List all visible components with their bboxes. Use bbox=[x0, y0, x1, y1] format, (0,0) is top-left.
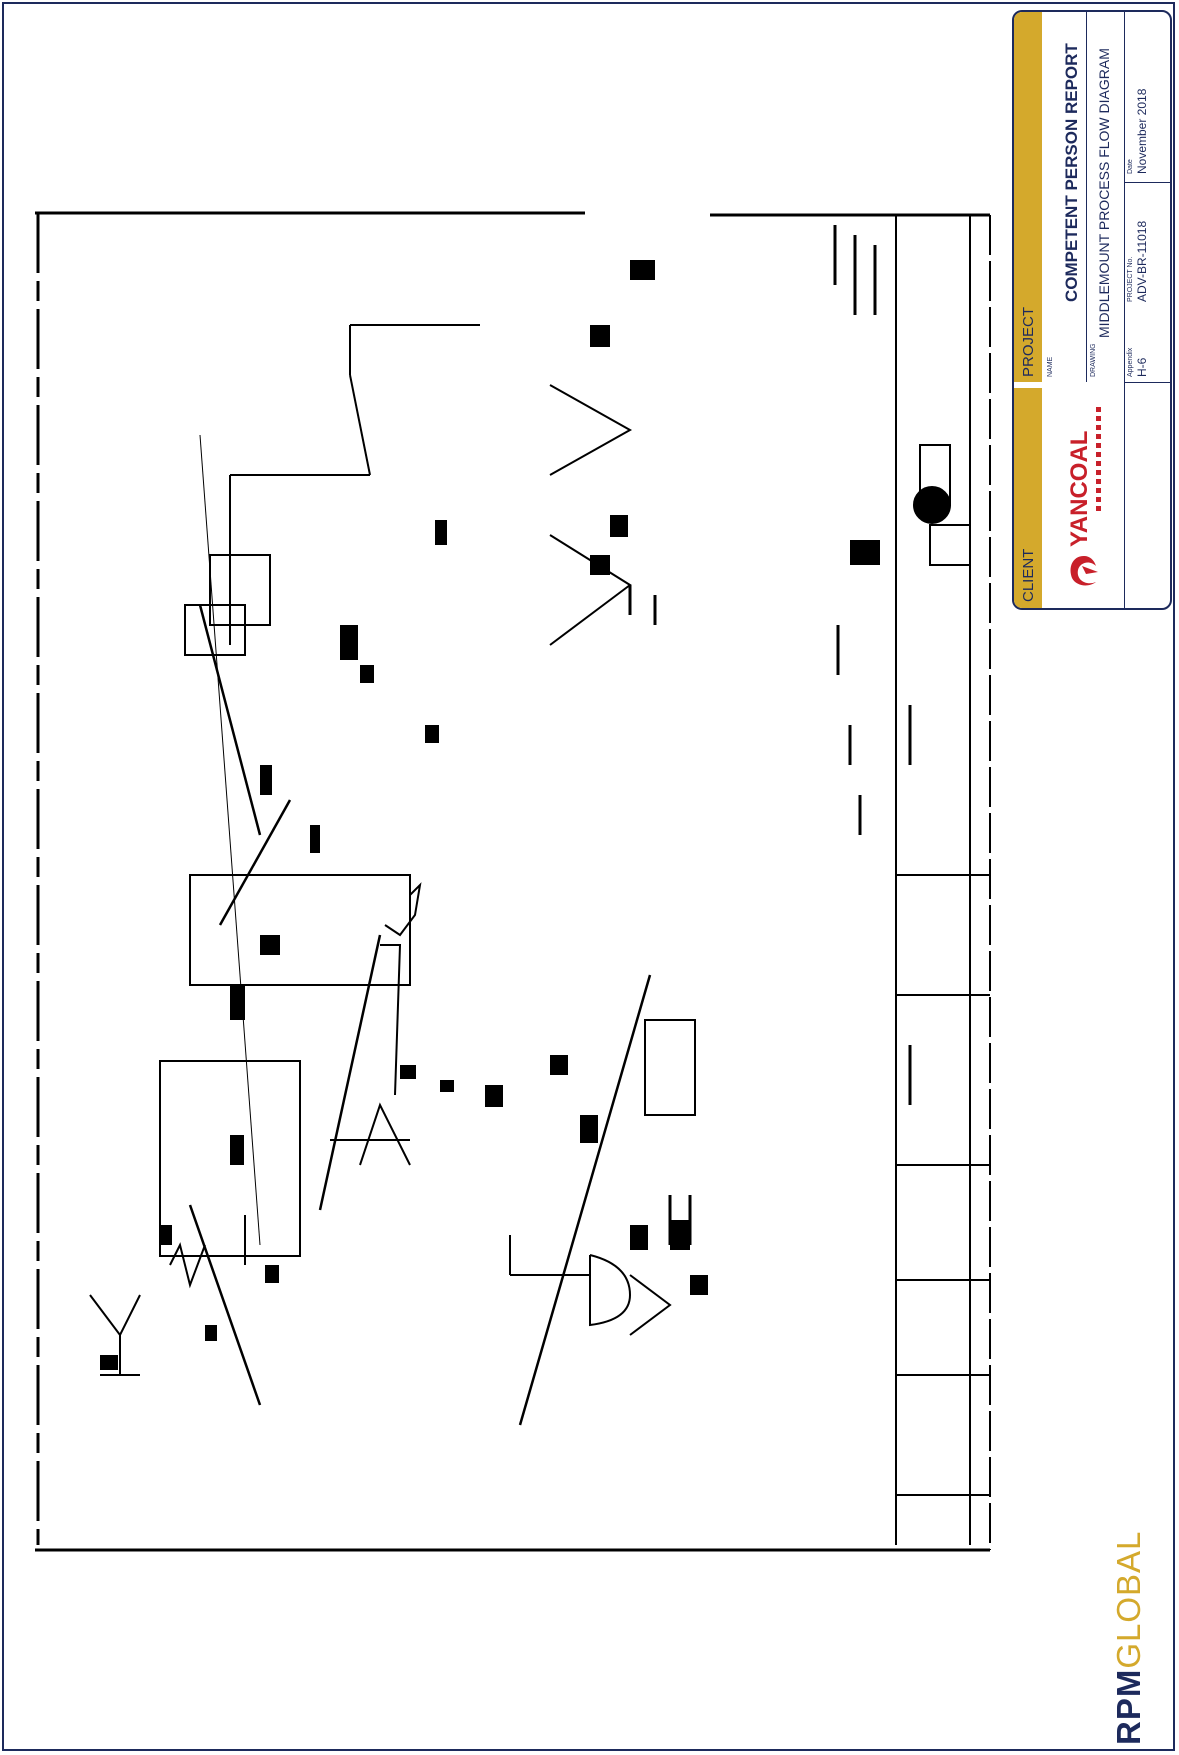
process-flow-diagram bbox=[30, 205, 995, 1555]
date-label: Date bbox=[1127, 159, 1134, 174]
appendix-value: H-6 bbox=[1135, 358, 1149, 377]
client-logo: YANCOAL bbox=[1052, 387, 1122, 597]
date-value: November 2018 bbox=[1135, 89, 1149, 174]
client-label: CLIENT bbox=[1020, 549, 1037, 602]
project-no-label: PROJECT No. bbox=[1127, 257, 1134, 302]
client-logo-subtext bbox=[1096, 407, 1101, 512]
project-label: PROJECT bbox=[1020, 307, 1037, 377]
title-block-divider-4 bbox=[1124, 382, 1172, 383]
project-no-value: ADV-BR-11018 bbox=[1135, 221, 1149, 302]
rpm-global-logo: RPMGLOBAL bbox=[1110, 1531, 1148, 1745]
brand-bold: RPM bbox=[1110, 1669, 1147, 1745]
title-block-divider-2 bbox=[1124, 12, 1125, 610]
brand-light: GLOBAL bbox=[1110, 1531, 1147, 1669]
drawing-name: MIDDLEMOUNT PROCESS FLOW DIAGRAM bbox=[1096, 48, 1112, 338]
drawing-label: DRAWING bbox=[1090, 343, 1097, 377]
title-block: CLIENT PROJECT YANCOAL NAME COMPETENT PE… bbox=[1012, 10, 1172, 610]
yancoal-swirl-icon bbox=[1064, 552, 1104, 592]
title-block-divider-1 bbox=[1086, 12, 1087, 382]
client-logo-text: YANCOAL bbox=[1066, 431, 1094, 547]
name-label: NAME bbox=[1047, 357, 1054, 377]
project-name: COMPETENT PERSON REPORT bbox=[1062, 43, 1082, 302]
appendix-label: Appendix bbox=[1127, 348, 1134, 377]
title-block-divider-3 bbox=[1124, 182, 1172, 183]
